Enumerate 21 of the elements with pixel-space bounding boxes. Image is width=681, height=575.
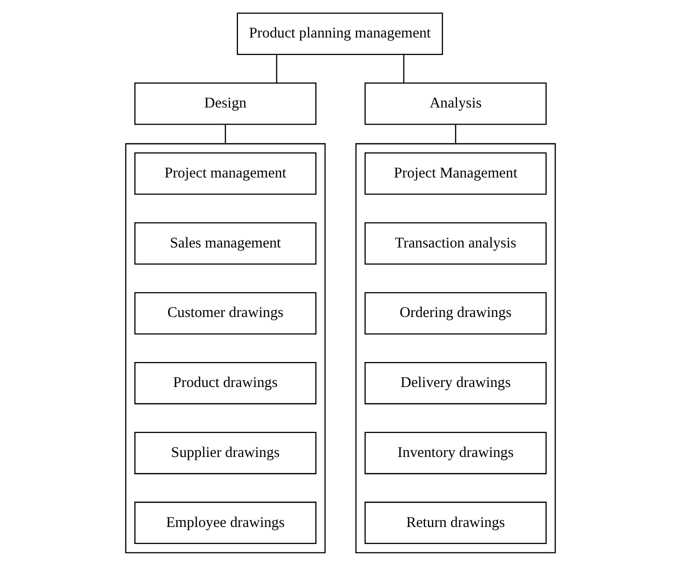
node-box: Sales management [134, 222, 316, 265]
cluster [355, 143, 556, 554]
node-box: Ordering drawings [364, 292, 547, 334]
node-box: Product planning management [236, 12, 443, 55]
node-box: Customer drawings [134, 292, 316, 334]
node-box: Analysis [364, 82, 547, 125]
node-box: Project management [134, 152, 316, 195]
node-box: Inventory drawings [364, 432, 547, 474]
node-box: Product drawings [134, 362, 316, 404]
connector [455, 124, 456, 144]
node-box: Project Management [364, 152, 547, 195]
connector [403, 54, 404, 83]
connector [224, 124, 226, 144]
node-box: Return drawings [364, 502, 547, 544]
node-box: Transaction analysis [364, 222, 547, 265]
node-box: Supplier drawings [134, 432, 316, 474]
cluster [125, 143, 326, 554]
node-box: Design [134, 82, 316, 125]
node-box: Delivery drawings [364, 362, 547, 404]
connector [276, 54, 278, 83]
node-box: Employee drawings [134, 502, 316, 544]
